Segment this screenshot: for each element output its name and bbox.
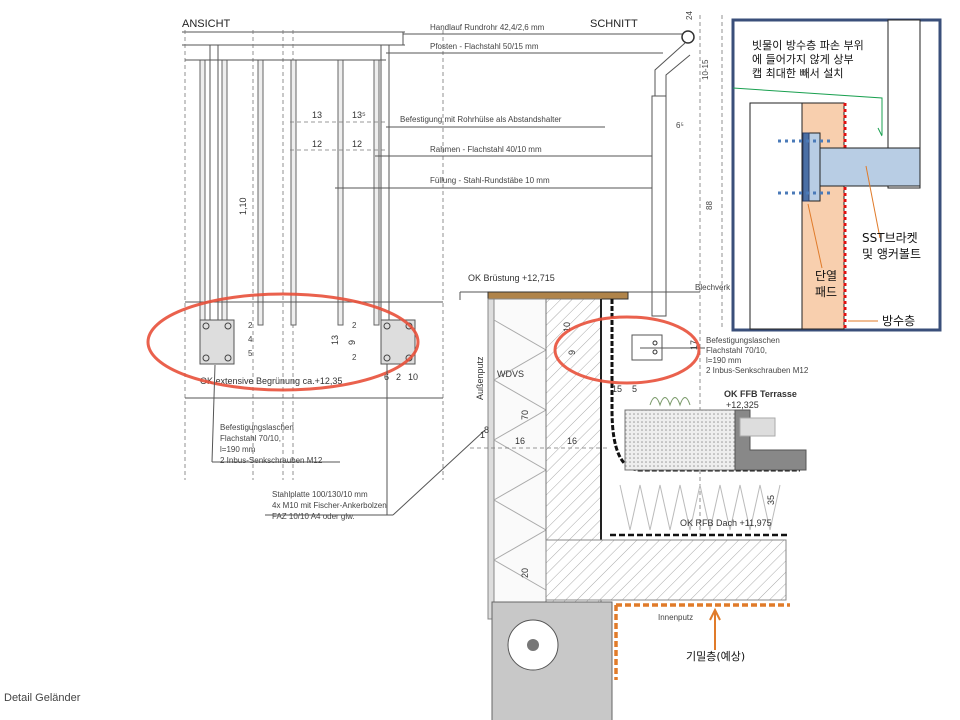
dim: 2: [352, 321, 357, 330]
label-sst-bracket: SST브라켓: [862, 231, 918, 245]
dim: 5: [248, 349, 253, 358]
dim: 1: [480, 430, 485, 440]
dim: 12: [352, 139, 362, 149]
dim-height: 1,10: [238, 197, 248, 215]
dim: 15: [612, 384, 622, 394]
dim: 24: [685, 11, 694, 20]
dim: 16: [515, 436, 525, 446]
note-laschen: Flachstahl 70/10,: [220, 434, 281, 443]
level-bruestung: OK Brüstung +12,715: [468, 273, 555, 283]
inset-detail: 빗물이 방수층 파손 부위 에 들어가지 않게 상부 캡 최대한 빼서 설치 S…: [731, 18, 942, 332]
label-handlauf: Handlauf Rundrohr 42,4/2,6 mm: [430, 23, 545, 32]
note-stahlplatte: FAZ 10/10 A4 oder glw.: [272, 512, 355, 521]
inset-note: 에 들어가지 않게 상부: [752, 53, 854, 66]
note-stahlplatte: Stahlplatte 100/130/10 mm: [272, 490, 368, 499]
label-wdvs: WDVS: [497, 369, 524, 379]
dim: 6⁵: [676, 121, 684, 130]
label-befestigung: Befestigung mit Rohrhülse als Abstandsha…: [400, 115, 562, 124]
dim: 2: [352, 353, 357, 362]
base-plate-left: [199, 319, 235, 365]
note-laschen-schnitt: Befestigungslaschen: [706, 336, 780, 345]
dim: 13⁵: [352, 110, 366, 120]
note-laschen: Befestigungslaschen: [220, 423, 294, 432]
label-waterproof-layer: 방수층: [882, 314, 915, 328]
ansicht-title: ANSICHT: [182, 18, 231, 30]
dim: 8: [484, 425, 489, 435]
level-ffb-value: +12,325: [726, 400, 759, 410]
dim: 17: [689, 340, 699, 350]
schnitt-view: SCHNITT 24 10-15 6⁵ 88 OK Brüstung +12,7…: [459, 11, 809, 720]
dim: 9: [567, 350, 577, 355]
dim: 10-15: [701, 59, 710, 80]
dim: 70: [520, 410, 530, 420]
dim: 13: [330, 335, 340, 345]
airtight-layer-line: [614, 603, 790, 680]
label-blechverk: Blechverk: [695, 283, 731, 292]
component-labels: Handlauf Rundrohr 42,4/2,6 mm Pfosten - …: [335, 23, 685, 189]
dim: 35: [766, 495, 776, 505]
dim: 2: [396, 372, 401, 382]
schnitt-title: SCHNITT: [590, 18, 638, 30]
label-sst-bracket: 및 앵커볼트: [862, 247, 921, 261]
inset-note: 빗물이 방수층 파손 부위: [752, 39, 864, 52]
label-fuellung: Füllung - Stahl-Rundstäbe 10 mm: [430, 176, 550, 185]
highlight-ellipse: [146, 292, 420, 392]
dim: 13: [312, 110, 322, 120]
note-laschen-schnitt: l=190 mm: [706, 356, 742, 365]
dim: 88: [705, 201, 714, 210]
dim: 20: [520, 568, 530, 578]
ansicht-view: ANSICHT 13 13⁵ 12 12 1,10: [146, 18, 486, 521]
highlight-ellipse: [553, 315, 701, 385]
dim: 16: [567, 436, 577, 446]
level-ffb-terrasse: OK FFB Terrasse: [724, 389, 797, 399]
caption: Detail Geländer: [4, 692, 81, 704]
label-rahmen: Rahmen - Flachstahl 40/10 mm: [430, 145, 542, 154]
note-laschen-schnitt: 2 Inbus-Senkschrauben M12: [706, 366, 809, 375]
label-innenputz: Innenputz: [658, 613, 693, 622]
dim: 5: [632, 384, 637, 394]
inset-note: 캡 최대한 빼서 설치: [752, 67, 843, 80]
dim: 4: [248, 335, 253, 344]
level-greening: OK extensive Begrünung ca.+12,35: [200, 376, 342, 386]
label-airtight-layer: 기밀층(예상): [686, 650, 745, 663]
label-pfosten: Pfosten - Flachstahl 50/15 mm: [430, 42, 539, 51]
label-insulation-pad: 단열: [815, 269, 837, 283]
label-aussenputz: Außenputz: [475, 356, 485, 400]
note-laschen-schnitt: Flachstahl 70/10,: [706, 346, 767, 355]
label-insulation-pad: 패드: [815, 285, 837, 299]
dim: 12: [312, 139, 322, 149]
dim: 9: [347, 340, 357, 345]
note-stahlplatte: 4x M10 mit Fischer-Ankerbolzen: [272, 501, 387, 510]
note-laschen: 2 Inbus-Senkschrauben M12: [220, 456, 323, 465]
dim: 2: [248, 321, 253, 330]
note-laschen: l=190 mm: [220, 445, 256, 454]
dim: 10: [562, 322, 572, 332]
arrow-icon: [709, 607, 721, 650]
dim: 10: [408, 372, 418, 382]
level-rfb-dach: OK RFB Dach +11,975: [680, 518, 772, 528]
